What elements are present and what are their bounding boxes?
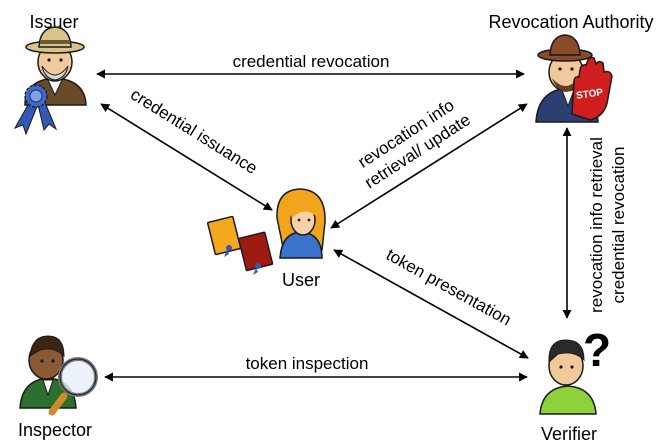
ribbon-badge-icon — [13, 84, 58, 136]
verifier-label: Verifier — [541, 424, 597, 443]
credential-issuance-label: credential issuance — [127, 85, 260, 178]
user-icon — [276, 188, 326, 259]
token-inspection-label: token inspection — [246, 354, 369, 373]
magnifying-glass-icon — [48, 357, 98, 416]
user-label: User — [282, 270, 320, 290]
stop-text: STOP — [575, 87, 604, 102]
token-presentation-label: token presentation — [383, 245, 515, 329]
revocation-authority-label: Revocation Authority — [488, 12, 653, 32]
credential-issuance-arrow — [100, 103, 273, 211]
verifier-ra-line2: credential revocation — [609, 147, 628, 304]
stop-hand-icon: STOP — [571, 56, 613, 121]
verifier-icon — [539, 339, 597, 415]
inspector-label: Inspector — [18, 420, 92, 440]
credential-revocation-label: credential revocation — [233, 52, 390, 71]
issuer-label: Issuer — [29, 12, 78, 32]
question-mark-icon: ? — [583, 324, 611, 376]
verifier-ra-label: revocation info retrieval credential rev… — [587, 137, 628, 313]
token-presentation-arrow — [333, 249, 529, 359]
verifier-ra-line1: revocation info retrieval — [587, 137, 606, 313]
credential-cards-icon — [206, 215, 274, 275]
revocation-info-update-arrow — [330, 103, 528, 229]
